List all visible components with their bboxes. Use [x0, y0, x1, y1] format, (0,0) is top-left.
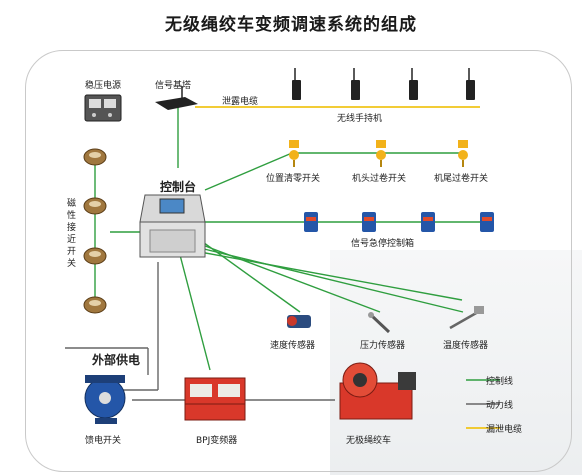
handsets-label: 无线手持机: [337, 114, 383, 124]
speed-sensor-label: 速度传感器: [270, 341, 316, 351]
bpj-inverter-device: [184, 377, 246, 421]
temperature-sensor-label: 温度传感器: [443, 341, 489, 351]
base-station-label: 信号基塔: [155, 81, 192, 91]
temperature-sensor-device: [449, 306, 484, 330]
external-power-label: 外部供电: [92, 353, 141, 367]
power-supply-label: 稳压电源: [85, 81, 122, 91]
base-station-device: [155, 86, 198, 110]
diagram-title: 无级绳绞车变频调速系统的组成: [165, 15, 417, 35]
winch-label: 无极绳绞车: [346, 436, 392, 446]
bpj-inverter-label: BPJ变频器: [196, 436, 238, 446]
pressure-sensor-device: [368, 312, 391, 334]
legend-control-line: 控制线: [486, 377, 514, 387]
control-lines: [94, 100, 500, 381]
feeder-switch-label: 馈电开关: [85, 436, 122, 446]
pressure-sensor-label: 压力传感器: [360, 341, 406, 351]
estop-box-icons: [304, 212, 494, 232]
diagram-frame: [25, 50, 572, 472]
legend-power-line: 动力线: [486, 401, 514, 411]
legend-leaky-cable: 漏泄电缆: [486, 425, 523, 435]
head-switch-label: 机头过卷开关: [352, 174, 407, 184]
power-lines: [65, 262, 500, 405]
limit-switch-icons: [289, 140, 468, 167]
winch-device: [339, 362, 416, 420]
power-supply-device: [84, 94, 122, 122]
control-desk-label: 控制台: [160, 180, 197, 194]
speed-sensor-device: [287, 315, 311, 328]
magnetic-switch-label: 磁性接近开关: [66, 199, 76, 269]
handset-icons: [292, 68, 475, 100]
leaky-cable-line: [195, 106, 500, 429]
leaky-cable-label: 泄露电缆: [222, 97, 259, 107]
tail-switch-label: 机尾过卷开关: [434, 174, 489, 184]
control-desk-device: [139, 194, 206, 258]
feeder-switch-device: [84, 375, 126, 424]
zero-switch-label: 位置清零开关: [266, 174, 321, 184]
estop-box-label: 信号急停控制箱: [351, 239, 415, 249]
proximity-switch-icons: [83, 148, 107, 314]
